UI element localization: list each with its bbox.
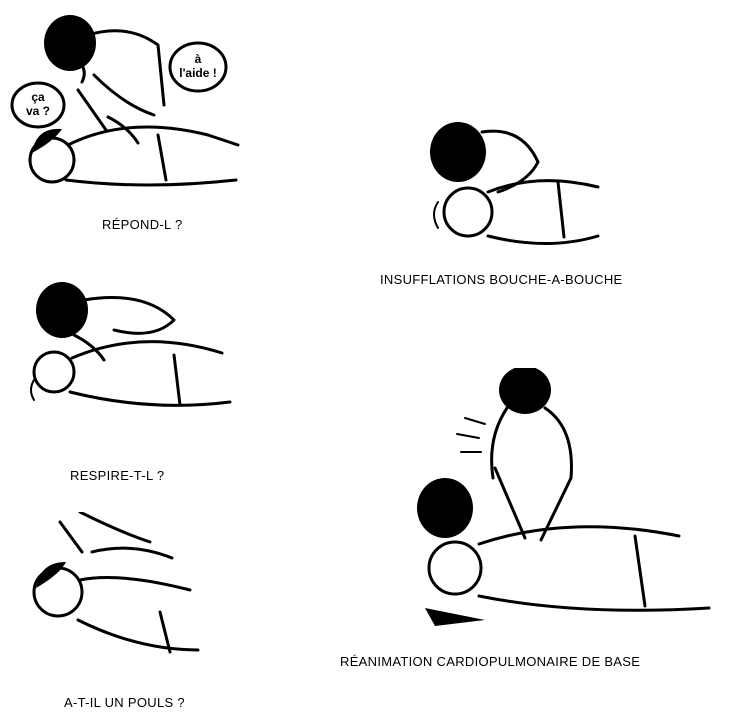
caption-check-response: RÉPOND-L ?: [102, 217, 183, 232]
illustration-cpr: [395, 368, 735, 638]
svg-text:va ?: va ?: [26, 104, 50, 118]
illustration-check-response: à l'aide ! ça va ?: [8, 5, 258, 205]
caption-check-pulse: A-T-IL UN POULS ?: [64, 695, 185, 710]
svg-text:ça: ça: [31, 90, 45, 104]
illustration-check-pulse: [20, 512, 210, 672]
caption-mouth-to-mouth: INSUFFLATIONS BOUCHE-A-BOUCHE: [380, 272, 622, 287]
caption-check-breathing: RESPIRE-T-L ?: [70, 468, 164, 483]
svg-text:l'aide !: l'aide !: [179, 66, 217, 80]
svg-text:à: à: [195, 52, 202, 66]
illustration-mouth-to-mouth: [408, 112, 608, 257]
caption-cpr: RÉANIMATION CARDIOPULMONAIRE DE BASE: [340, 654, 640, 669]
illustration-check-breathing: [14, 280, 244, 430]
